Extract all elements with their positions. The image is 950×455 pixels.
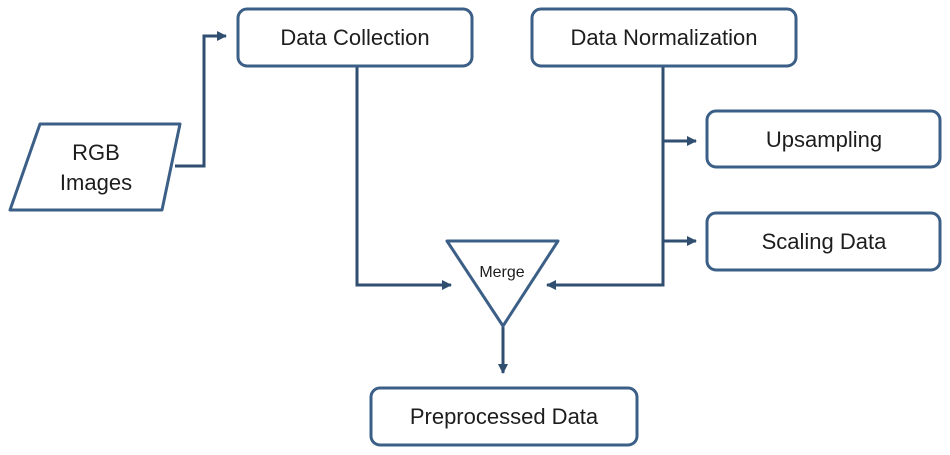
inverted-triangle-shape <box>445 239 560 328</box>
node-upsampling-label: Upsampling <box>766 127 882 152</box>
box-shape <box>705 109 942 169</box>
edge-rgb-to-collection <box>175 31 227 168</box>
node-merge-label: Merge <box>479 264 524 281</box>
node-data-normalization-label: Data Normalization <box>570 25 757 50</box>
node-preprocessed-data: Preprocessed Data <box>369 386 639 447</box>
node-rgb-images-line1: RGB <box>72 140 120 165</box>
node-preprocessed-data-label: Preprocessed Data <box>410 404 599 429</box>
node-data-normalization: Data Normalization <box>530 7 798 68</box>
node-rgb-images: RGB Images <box>8 122 182 212</box>
node-scaling-data-label: Scaling Data <box>762 229 888 254</box>
parallelogram-shape <box>8 122 182 212</box>
edge-normalization-trunk <box>546 66 665 290</box>
node-merge: Merge <box>445 239 560 328</box>
node-data-collection: Data Collection <box>236 7 474 68</box>
edge-collection-to-merge <box>355 66 452 290</box>
box-shape <box>236 7 474 68</box>
node-rgb-images-line2: Images <box>60 170 132 195</box>
box-shape <box>369 386 639 447</box>
node-data-collection-label: Data Collection <box>280 25 429 50</box>
box-shape <box>530 7 798 68</box>
box-shape <box>705 211 942 272</box>
node-upsampling: Upsampling <box>705 109 942 169</box>
node-scaling-data: Scaling Data <box>705 211 942 272</box>
